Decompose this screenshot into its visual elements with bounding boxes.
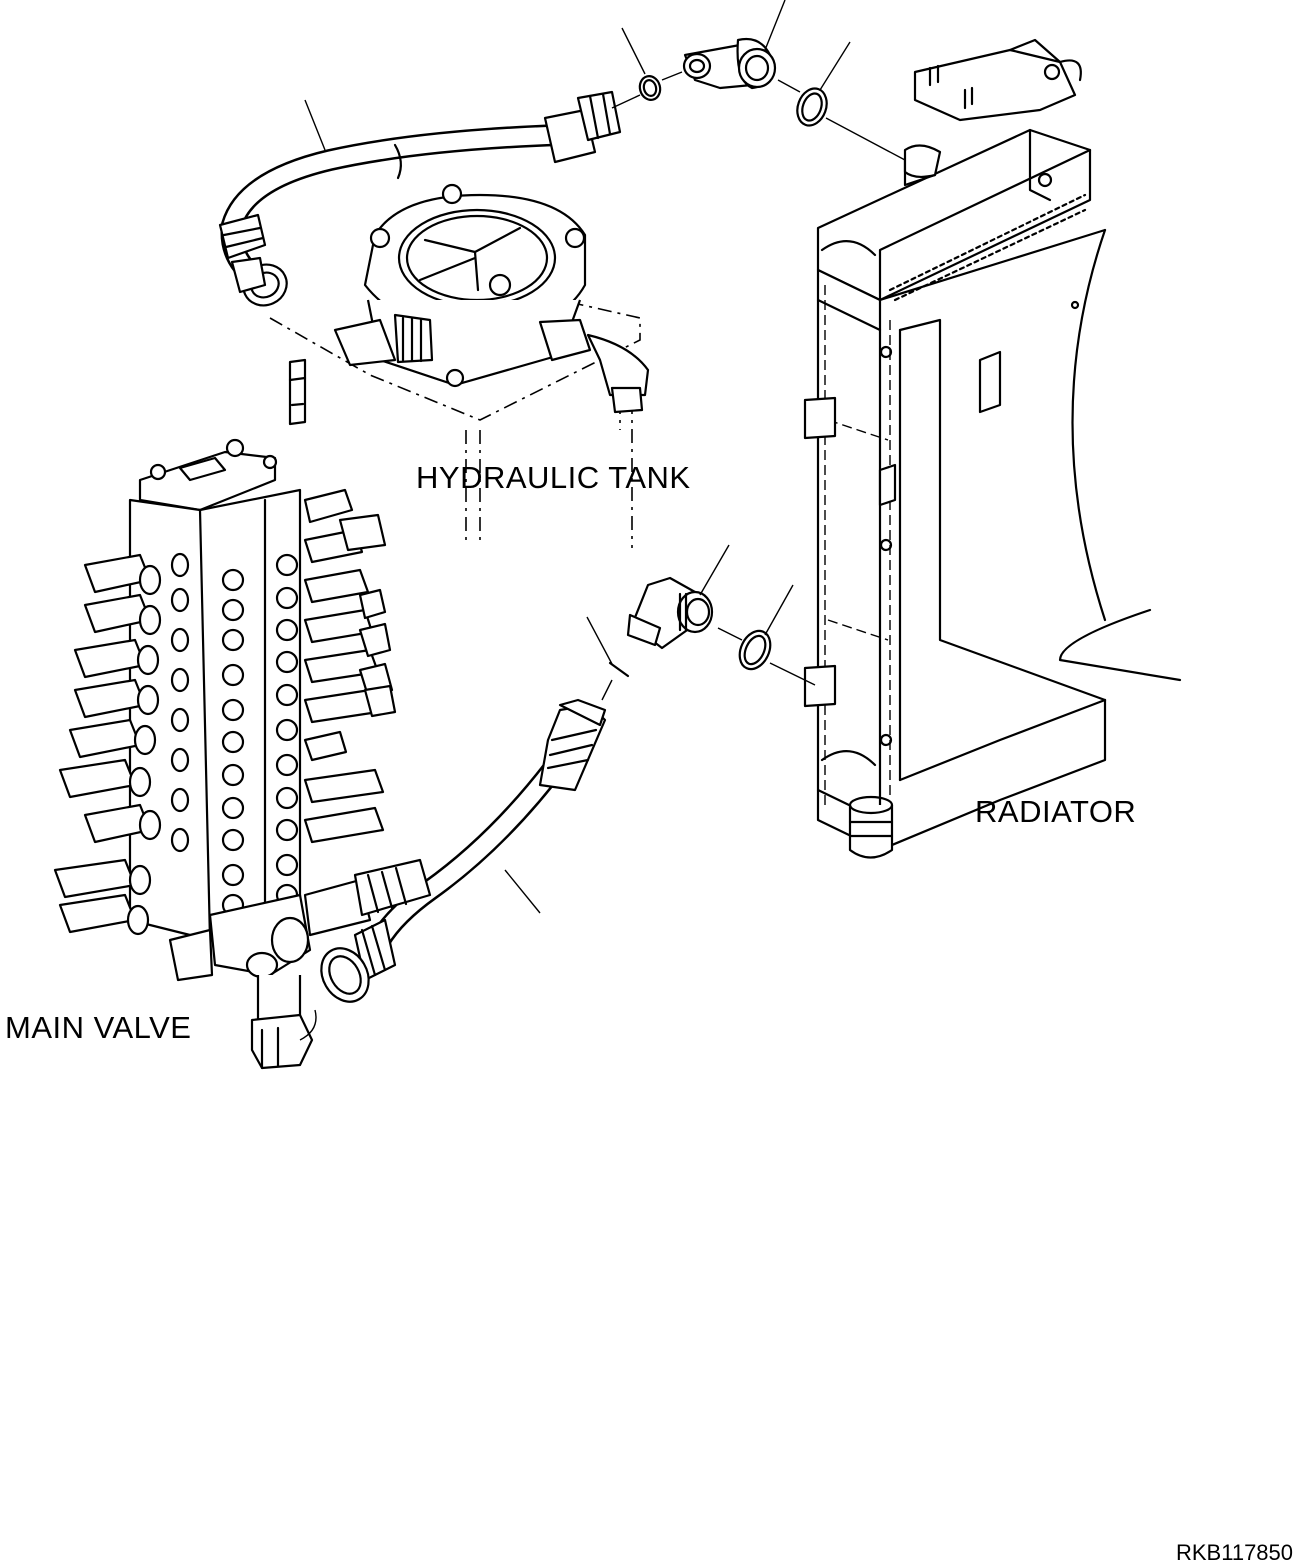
hydraulic-tank — [269, 183, 650, 548]
radiator-label: RADIATOR — [975, 794, 1137, 829]
upper-elbow-fitting — [682, 37, 777, 90]
lower-backup-ring — [608, 661, 630, 678]
upper-hose — [218, 90, 622, 307]
upper-o-ring-left — [638, 75, 662, 101]
lower-hose — [320, 698, 607, 1003]
lower-o-ring — [738, 629, 772, 671]
main-valve — [53, 438, 432, 1070]
leader-lines — [304, 0, 851, 914]
main-valve-label: MAIN VALVE — [5, 1010, 192, 1045]
hydraulic-tank-label: HYDRAULIC TANK — [416, 460, 691, 495]
valve-fittings-right — [303, 488, 397, 844]
radiator — [803, 38, 1182, 859]
upper-centerline — [611, 71, 906, 161]
upper-o-ring-right — [796, 87, 828, 127]
valve-fittings-left — [53, 552, 190, 936]
lower-elbow-fitting — [626, 576, 714, 650]
valve-ports-middle — [221, 553, 299, 917]
drawing-code: RKB117850 — [1176, 1540, 1294, 1565]
